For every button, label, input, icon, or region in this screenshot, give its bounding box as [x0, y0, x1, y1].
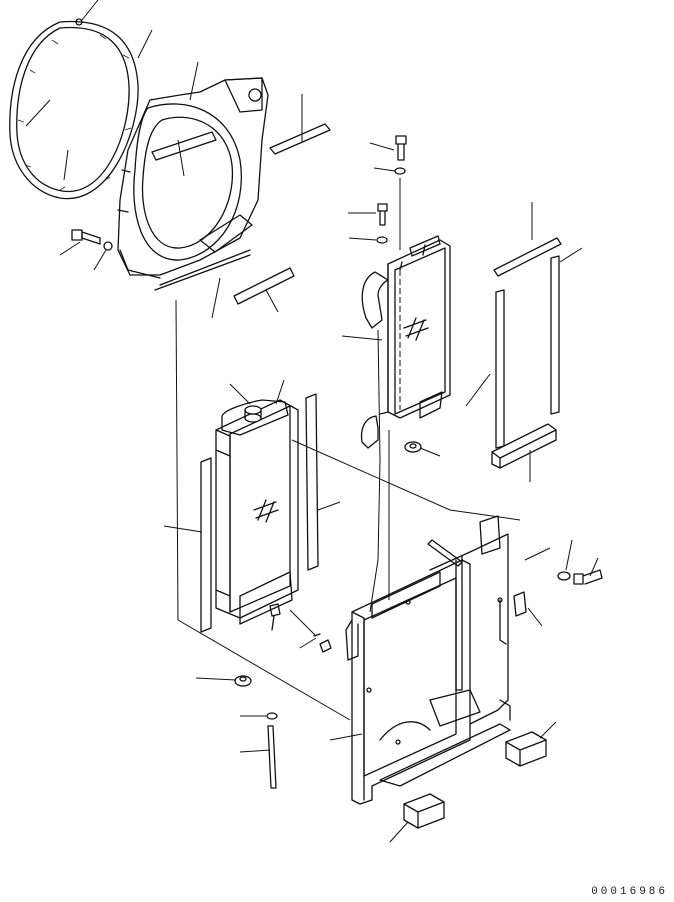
seal-strip-right-top [493, 237, 562, 277]
assembly-lines [175, 178, 551, 721]
shroud-ring-seal [9, 20, 139, 200]
leader-lines [25, 0, 599, 843]
radiator [215, 399, 299, 625]
support-frame [345, 515, 511, 805]
radiator-drain-cock [269, 603, 281, 631]
mount-rubber [234, 675, 252, 687]
bolt-upper [395, 135, 407, 161]
seal-strip-lower [233, 267, 295, 305]
seal-block-right [491, 423, 557, 469]
small-top-screw [75, 18, 83, 26]
frame-rod-upper [427, 539, 463, 567]
oil-cooler [360, 235, 451, 449]
seal-strip-right-tall-right [550, 255, 560, 415]
rubber-pad-left [403, 793, 445, 829]
frame-washer [557, 571, 571, 581]
seal-strip-radiator-right [305, 393, 319, 571]
support-rod [267, 725, 277, 789]
frame-bracket-clip [513, 591, 527, 617]
clip-ring [266, 712, 278, 720]
shroud-mount-bolt [71, 229, 113, 251]
shroud-ring-clips [17, 34, 132, 191]
washer-upper [394, 167, 406, 175]
seal-strip-radiator-left [200, 457, 212, 633]
frame-bolt [573, 569, 603, 585]
seal-strip-right-tall-left [495, 289, 505, 449]
drawing-id-number: 00016986 [591, 886, 668, 898]
rubber-pad-right [505, 731, 547, 767]
plug [319, 639, 332, 653]
seal-strip-upper [269, 123, 331, 155]
bolt-middle [377, 203, 388, 226]
washer-middle [376, 236, 388, 244]
fan-shroud [117, 77, 269, 291]
grommet [404, 441, 422, 453]
radiator-cap [244, 405, 262, 423]
